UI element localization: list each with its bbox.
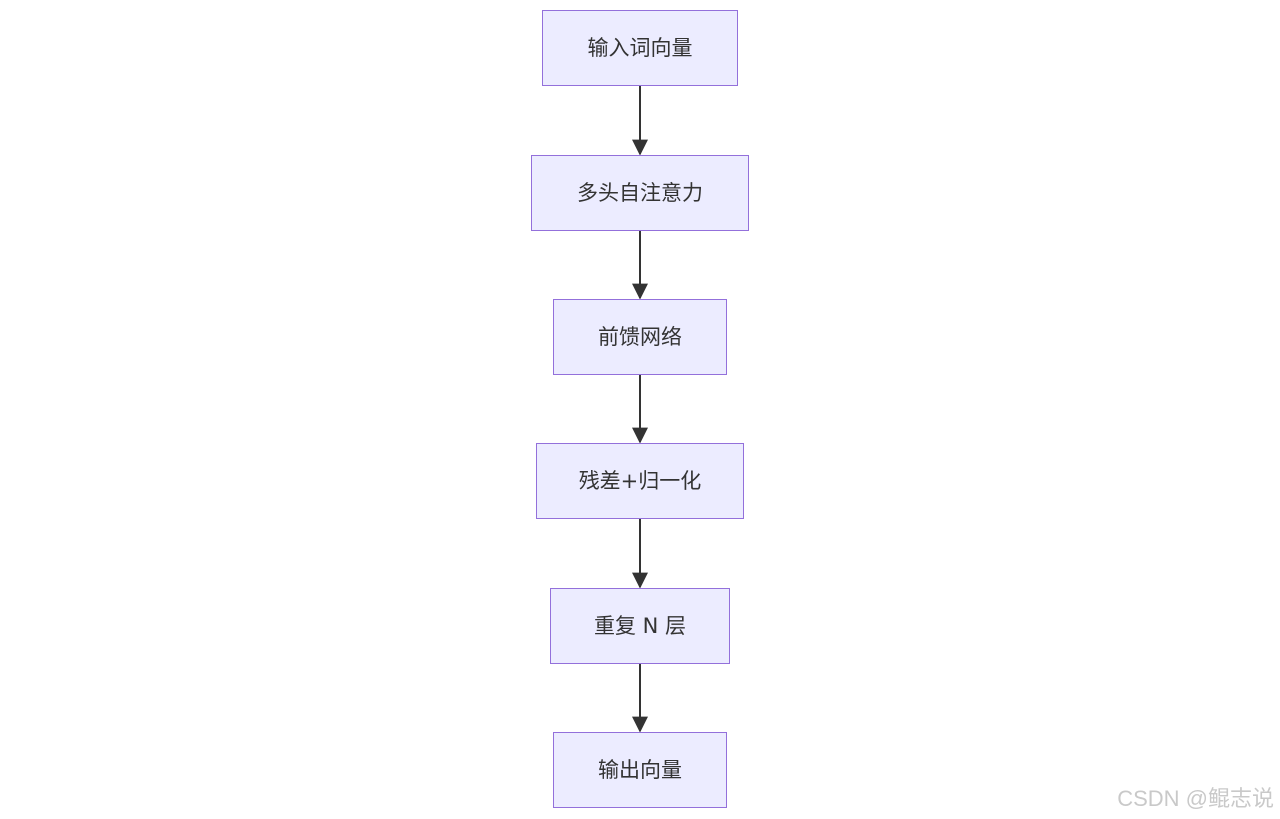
node-input-word-vectors: 输入词向量 <box>542 10 738 86</box>
node-label: 输入词向量 <box>587 35 693 60</box>
node-multi-head-self-attention: 多头自注意力 <box>531 155 749 231</box>
node-feed-forward-network: 前馈网络 <box>553 299 727 375</box>
node-label: 输出向量 <box>598 757 682 782</box>
node-label: 多头自注意力 <box>577 180 703 205</box>
node-label: 重复 N 层 <box>593 613 687 638</box>
node-label: 前馈网络 <box>598 324 682 349</box>
node-residual-normalization: 残差+归一化 <box>536 443 744 519</box>
node-output-vectors: 输出向量 <box>553 732 727 808</box>
watermark: CSDN @鲲志说 <box>1117 786 1274 811</box>
node-label: 残差+归一化 <box>578 468 702 493</box>
node-repeat-n-layers: 重复 N 层 <box>550 588 730 664</box>
